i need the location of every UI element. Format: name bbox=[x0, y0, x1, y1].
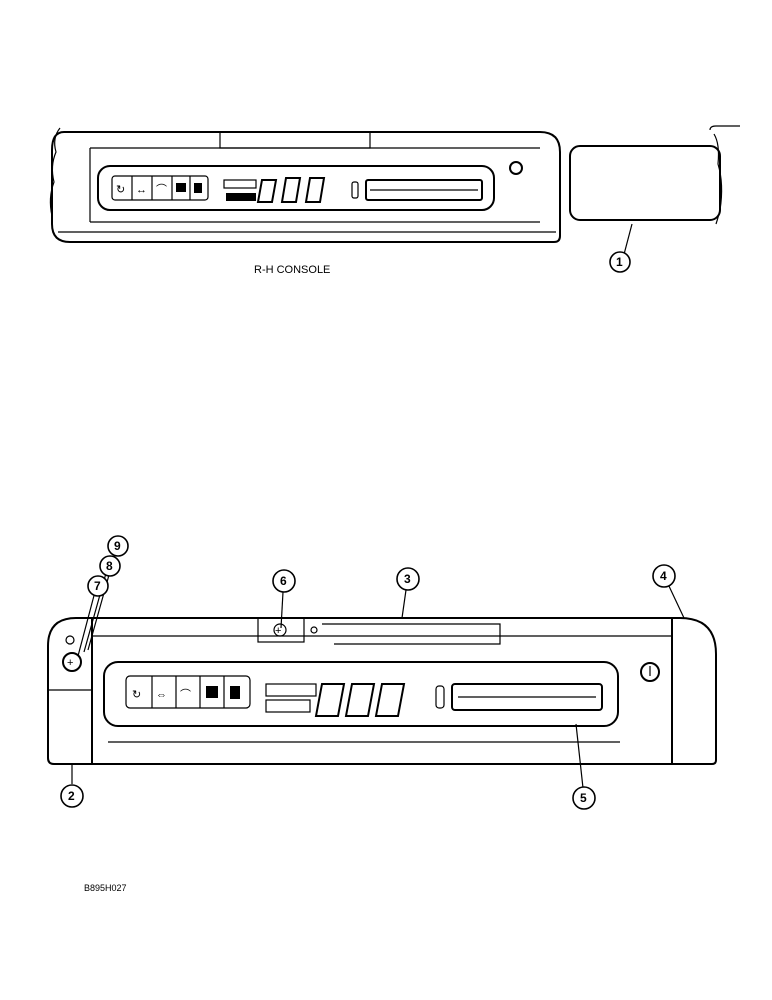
rocker-switch bbox=[344, 683, 376, 717]
screw-head bbox=[273, 623, 287, 637]
cap-screw bbox=[62, 652, 82, 672]
svg-text:4: 4 bbox=[660, 569, 667, 583]
rh-console-top-view: ↻ ↔ ⌒ R-H CONSOLE bbox=[49, 125, 740, 276]
svg-text:6: 6 bbox=[280, 574, 287, 588]
display-window-detail bbox=[451, 683, 603, 711]
screw-hole bbox=[310, 626, 318, 634]
rotate-icon: ↻ bbox=[116, 184, 125, 196]
lock-icon bbox=[230, 686, 240, 699]
callout-1: 1 bbox=[609, 251, 631, 273]
rocker-switch bbox=[256, 179, 278, 203]
leader-7 bbox=[77, 587, 97, 657]
switch-group bbox=[111, 175, 209, 201]
callout-2: 2 bbox=[60, 784, 84, 808]
digit-readout bbox=[226, 193, 256, 201]
indicator-lamp bbox=[435, 685, 445, 709]
svg-text:8: 8 bbox=[106, 559, 113, 573]
brake-icon bbox=[176, 183, 186, 192]
svg-text:3: 3 bbox=[404, 572, 411, 586]
console-detail-view: + ↻ ⇔ ⌒ + bbox=[47, 549, 717, 893]
rocker-switch bbox=[374, 683, 406, 717]
leader-5 bbox=[575, 723, 584, 789]
rotate-icon: ↻ bbox=[132, 689, 141, 701]
top-tab-detail bbox=[322, 623, 501, 645]
break-line-right bbox=[709, 125, 740, 131]
knob bbox=[640, 662, 660, 682]
svg-text:1: 1 bbox=[616, 255, 623, 269]
digit-readout bbox=[265, 699, 311, 713]
callout-6: 6 bbox=[272, 569, 296, 593]
top-tab bbox=[219, 131, 371, 149]
svg-text:2: 2 bbox=[68, 789, 75, 803]
top-caption: R-H CONSOLE bbox=[254, 264, 330, 276]
rocker-switch bbox=[280, 177, 302, 203]
control-panel bbox=[97, 165, 495, 211]
rocker-switch bbox=[304, 177, 326, 203]
callout-9: 9 bbox=[107, 535, 129, 557]
console-cover bbox=[569, 145, 721, 221]
switch-group-detail bbox=[125, 675, 251, 709]
lock-icon bbox=[194, 183, 202, 193]
screw-cross-icon: + bbox=[275, 625, 281, 637]
rocker-switch bbox=[314, 683, 346, 717]
callout-5: 5 bbox=[572, 786, 596, 810]
knob bbox=[509, 161, 523, 175]
callout-8: 8 bbox=[99, 555, 121, 577]
callout-7: 7 bbox=[87, 575, 109, 597]
leader-6 bbox=[280, 591, 284, 629]
leader-4 bbox=[667, 583, 685, 619]
arrow-icon: ⇔ bbox=[156, 689, 167, 701]
svg-text:7: 7 bbox=[94, 579, 101, 593]
drawing-code: B895H027 bbox=[84, 883, 127, 893]
gauge-readout bbox=[265, 683, 317, 697]
wiper-icon: ⌒ bbox=[180, 688, 191, 701]
callout-4: 4 bbox=[652, 564, 676, 588]
leader-3 bbox=[401, 589, 407, 619]
arrow-icon: ↔ bbox=[136, 184, 147, 196]
svg-text:9: 9 bbox=[114, 539, 121, 553]
console-body bbox=[51, 131, 561, 243]
gauge-readout bbox=[223, 179, 257, 189]
svg-text:5: 5 bbox=[580, 791, 587, 805]
cap-hole bbox=[65, 635, 75, 645]
screw-cross-icon: + bbox=[67, 657, 73, 669]
break-line-right bbox=[713, 133, 723, 225]
console-body-detail bbox=[47, 617, 717, 765]
wiper-icon: ⌒ bbox=[156, 183, 167, 196]
brake-icon bbox=[206, 686, 218, 698]
callout-3: 3 bbox=[396, 567, 420, 591]
control-panel-detail bbox=[103, 661, 619, 727]
display-window bbox=[365, 179, 483, 201]
indicator-lamp bbox=[351, 181, 359, 199]
